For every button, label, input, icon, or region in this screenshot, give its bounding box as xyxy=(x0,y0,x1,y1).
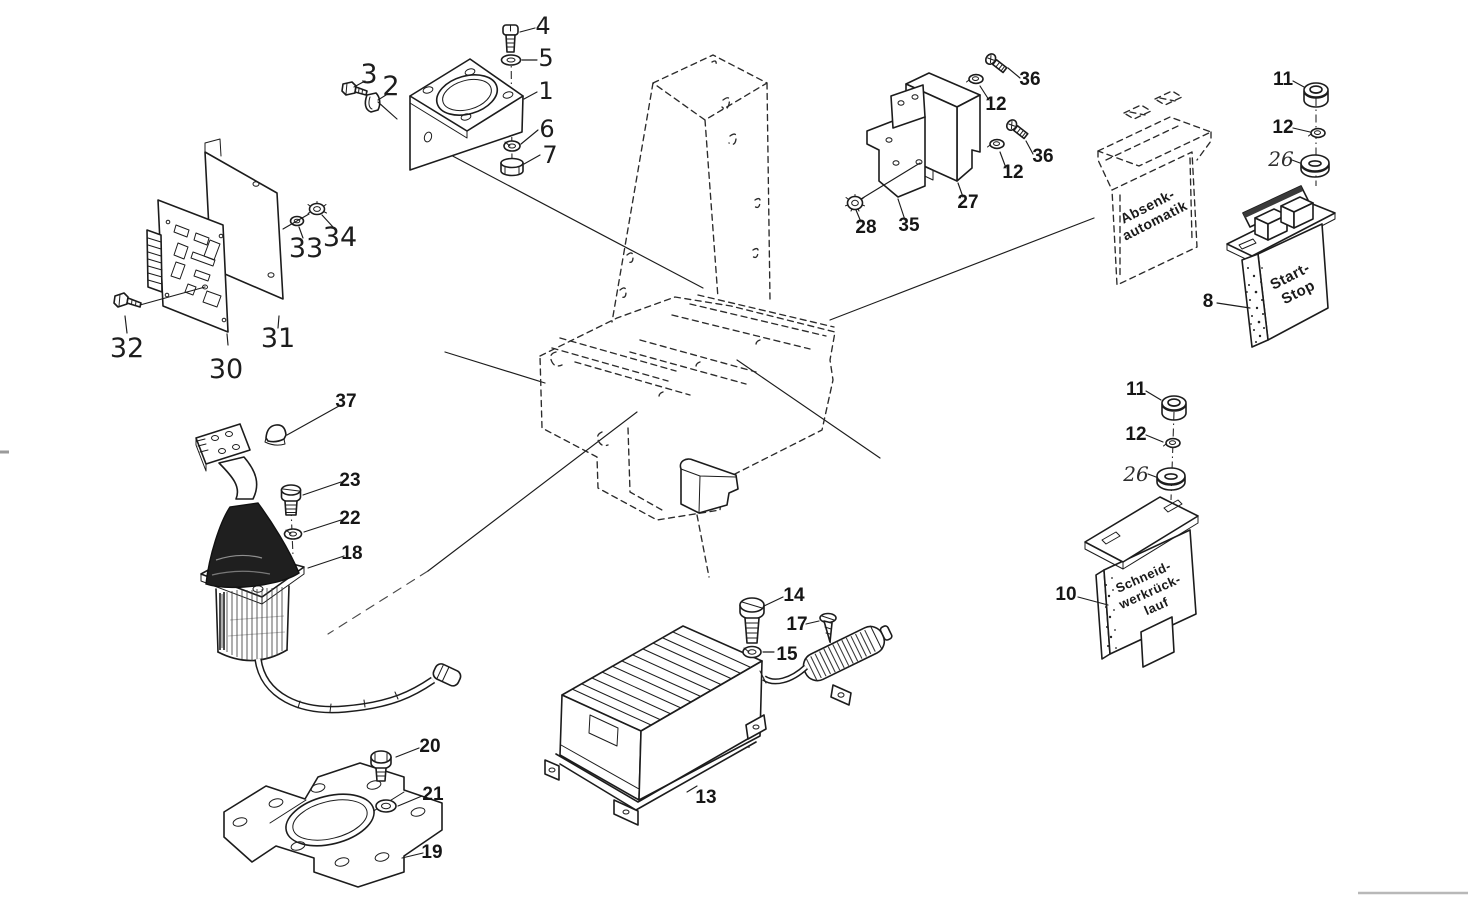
callout-3: 3 xyxy=(360,59,377,90)
joystick-assembly: 37 23 22 18 xyxy=(195,391,462,714)
absenkautomatik-module: Absenk- automatik xyxy=(1097,90,1212,286)
screw-4 xyxy=(502,24,519,53)
schneid-stipple xyxy=(1105,577,1117,649)
callout-10: 10 xyxy=(1055,584,1076,605)
page-artifacts xyxy=(0,450,1468,895)
washer-12-c xyxy=(1307,127,1326,139)
circuit-board-assembly: 30 31 32 33 34 xyxy=(110,138,357,385)
callout-13: 13 xyxy=(695,787,716,808)
callout-23: 23 xyxy=(339,470,360,491)
callout-18: 18 xyxy=(341,543,362,564)
console-clip-bracket xyxy=(679,458,739,514)
callout-5: 5 xyxy=(538,44,553,72)
callout-12-d: 12 xyxy=(1125,424,1146,445)
callout-1: 1 xyxy=(538,77,553,105)
screw-3 xyxy=(341,81,368,96)
washer-12-a xyxy=(965,73,984,85)
callout-4: 4 xyxy=(535,12,550,40)
screw-17 xyxy=(819,612,837,643)
start-stop-module: Start- Stop 11 12 26 8 xyxy=(1203,69,1336,348)
leader-lines xyxy=(327,151,1095,635)
screw-20 xyxy=(370,750,392,782)
joystick-boot xyxy=(205,502,300,589)
callout-26-b: 26 xyxy=(1122,462,1149,486)
callout-27: 27 xyxy=(957,192,978,213)
callout-33: 33 xyxy=(289,233,323,264)
lock-washer-22 xyxy=(283,528,303,540)
start-stop-stipple xyxy=(1246,267,1265,343)
callout-20: 20 xyxy=(419,736,440,757)
joystick-body xyxy=(215,585,290,662)
callout-11-b: 11 xyxy=(1126,379,1147,400)
callout-17: 17 xyxy=(786,614,807,635)
nut-34 xyxy=(307,201,327,216)
callout-36-a: 36 xyxy=(1019,69,1040,90)
joystick-cable xyxy=(254,658,462,714)
control-box-feet xyxy=(544,714,767,826)
clip-washer-15 xyxy=(742,645,762,659)
callout-21: 21 xyxy=(422,784,444,805)
callout-11-a: 11 xyxy=(1273,69,1294,90)
callout-37: 37 xyxy=(335,391,356,412)
callout-31: 31 xyxy=(261,323,295,354)
screw-23 xyxy=(280,484,302,516)
clip-nut-2 xyxy=(364,92,381,113)
relay-assembly: 36 12 36 12 27 35 28 xyxy=(844,51,1054,238)
bracket-35 xyxy=(866,84,926,198)
callout-7: 7 xyxy=(542,141,557,169)
callout-34: 34 xyxy=(323,222,357,253)
grommet-26-a xyxy=(1300,154,1330,178)
base-bracket-assembly: 20 21 19 xyxy=(223,736,444,888)
callout-15: 15 xyxy=(776,644,798,665)
bracket-19-holes xyxy=(232,780,426,867)
callout-32: 32 xyxy=(110,333,144,364)
callout-12-c: 12 xyxy=(1272,117,1293,138)
callout-12-a: 12 xyxy=(985,94,1006,115)
callout-35: 35 xyxy=(898,215,920,236)
callout-30: 30 xyxy=(209,354,243,385)
cap-37 xyxy=(264,424,287,446)
lock-washer-6 xyxy=(503,140,521,152)
callout-36-b: 36 xyxy=(1032,146,1053,167)
callout-12-b: 12 xyxy=(1002,162,1023,183)
schneidwerkruecklauf-module: Schneid- werkrück- lauf 11 12 26 10 xyxy=(1055,379,1199,668)
callout-14: 14 xyxy=(783,585,805,606)
callout-26-a: 26 xyxy=(1267,147,1294,171)
washer-21 xyxy=(375,799,397,813)
callout-6: 6 xyxy=(539,115,554,143)
start-stop-connectors xyxy=(1254,196,1314,241)
screw-36-b xyxy=(1003,117,1031,142)
washer-12-b xyxy=(986,138,1005,150)
washer-12-d xyxy=(1162,437,1181,449)
joystick-lever xyxy=(218,456,258,500)
control-box-side xyxy=(638,660,763,801)
joystick-connector xyxy=(195,423,251,472)
callout-22: 22 xyxy=(339,508,360,529)
grommet-26-b xyxy=(1156,467,1186,491)
callout-19: 19 xyxy=(421,842,442,863)
nut-7 xyxy=(500,157,524,177)
screw-32 xyxy=(113,292,142,308)
screw-14 xyxy=(739,597,765,644)
callout-28: 28 xyxy=(855,217,876,238)
washer-5 xyxy=(500,54,522,66)
mount-bracket-assembly: 4 5 1 6 7 3 2 xyxy=(341,12,558,177)
screw-36-a xyxy=(982,51,1010,76)
callout-8: 8 xyxy=(1203,291,1214,312)
resistor xyxy=(759,625,893,706)
callout-2: 2 xyxy=(382,71,399,102)
control-box-assembly: 14 15 17 13 xyxy=(544,585,893,826)
nut-28 xyxy=(844,193,866,212)
console-ghost-outline xyxy=(539,54,836,578)
